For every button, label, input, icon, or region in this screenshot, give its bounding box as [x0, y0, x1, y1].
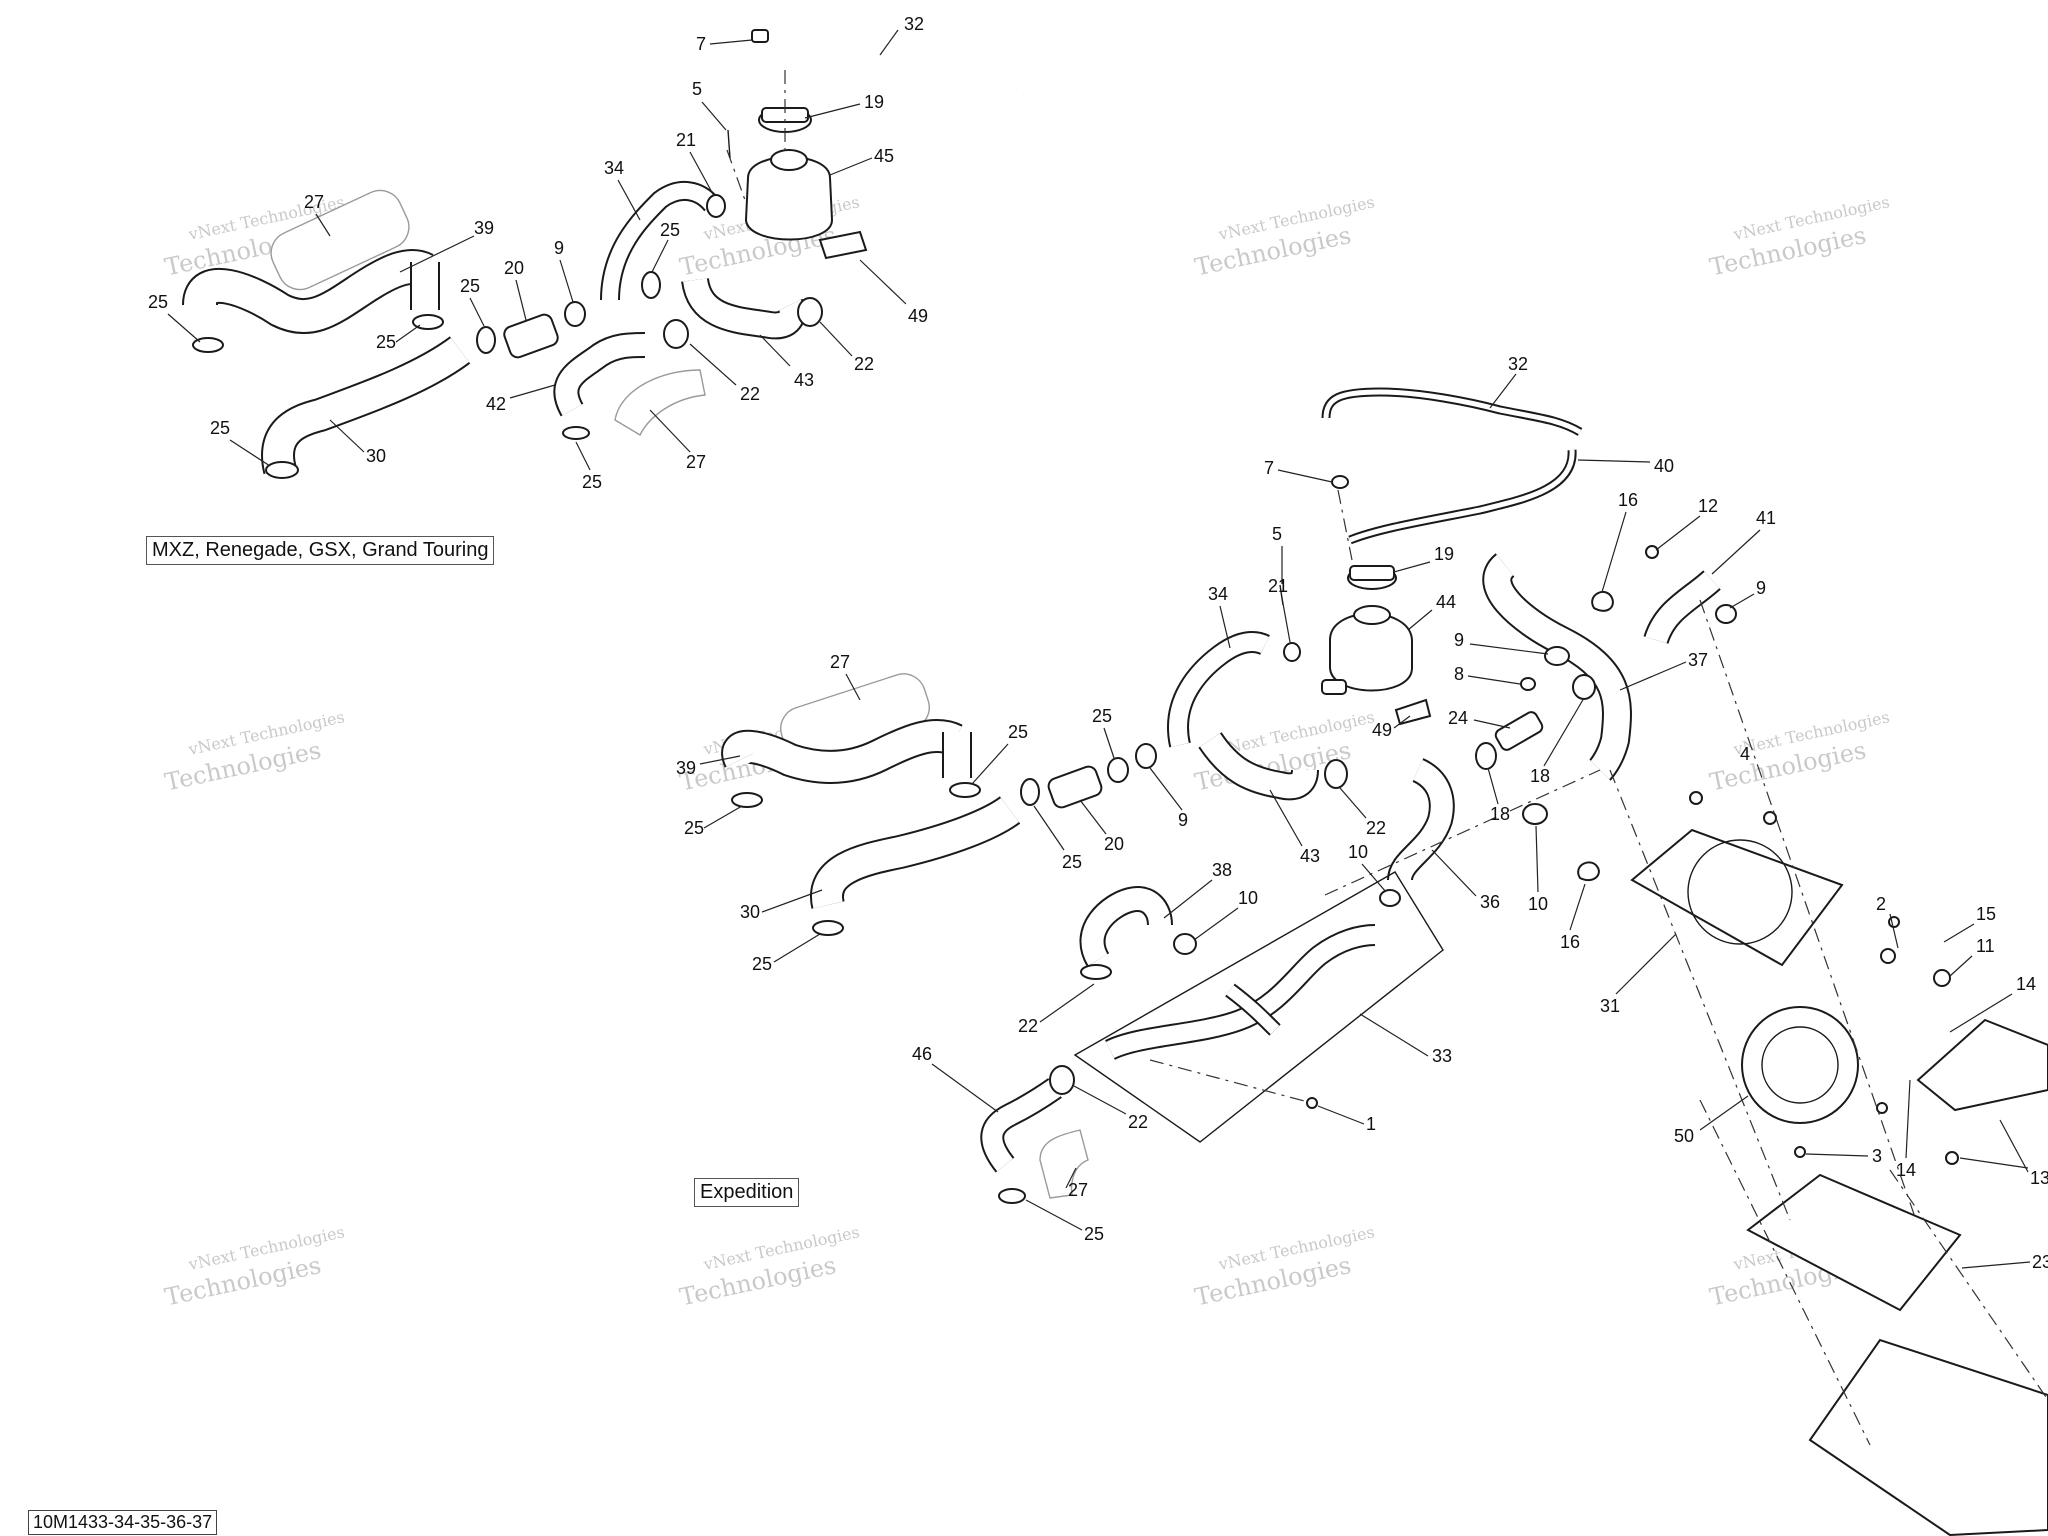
callout-22: 22: [740, 384, 760, 404]
callout-25: 25: [1092, 706, 1112, 726]
callout-24: 24: [1448, 708, 1468, 728]
callout-44: 44: [1436, 592, 1456, 612]
callout-36: 36: [1480, 892, 1500, 912]
callout-38: 38: [1212, 860, 1232, 880]
callout-25: 25: [460, 276, 480, 296]
callout-37: 37: [1688, 650, 1708, 670]
callout-43: 43: [794, 370, 814, 390]
callout-16: 16: [1618, 490, 1638, 510]
callout-7: 7: [696, 34, 706, 54]
callout-13: 13: [2030, 1168, 2048, 1188]
callout-19: 19: [1434, 544, 1454, 564]
callout-40: 40: [1654, 456, 1674, 476]
callout-43: 43: [1300, 846, 1320, 866]
callout-25: 25: [752, 954, 772, 974]
callout-5: 5: [1272, 524, 1282, 544]
callout-25: 25: [376, 332, 396, 352]
callout-11: 11: [1976, 936, 1995, 956]
callout-25: 25: [210, 418, 230, 438]
callout-7: 7: [1264, 458, 1274, 478]
callout-10: 10: [1528, 894, 1548, 914]
callout-27: 27: [686, 452, 706, 472]
callout-42: 42: [486, 394, 506, 414]
callout-50: 50: [1674, 1126, 1694, 1146]
callout-16: 16: [1560, 932, 1580, 952]
callout-33: 33: [1432, 1046, 1452, 1066]
callout-25: 25: [1084, 1224, 1104, 1244]
callout-9: 9: [1178, 810, 1188, 830]
callout-31: 31: [1600, 996, 1620, 1016]
callout-2: 2: [1876, 894, 1886, 914]
variant-label-expedition: Expedition: [694, 1178, 800, 1207]
variant-label-mxz: MXZ, Renegade, GSX, Grand Touring: [146, 536, 495, 565]
callout-22: 22: [1366, 818, 1386, 838]
callout-1: 1: [1366, 1114, 1376, 1134]
callout-9: 9: [1756, 578, 1766, 598]
callout-21: 21: [1268, 576, 1288, 596]
callout-8: 8: [1454, 664, 1464, 684]
callout-4: 4: [1740, 744, 1750, 764]
callout-27: 27: [1068, 1180, 1088, 1200]
callout-25: 25: [148, 292, 168, 312]
callout-10: 10: [1348, 842, 1368, 862]
callout-18: 18: [1490, 804, 1510, 824]
callout-10: 10: [1238, 888, 1258, 908]
callout-32: 32: [1508, 354, 1528, 374]
callout-19: 19: [864, 92, 884, 112]
callout-25: 25: [660, 220, 680, 240]
callout-22: 22: [1018, 1016, 1038, 1036]
callout-3: 3: [1872, 1146, 1882, 1166]
callout-45: 45: [874, 146, 894, 166]
callout-25: 25: [684, 818, 704, 838]
callout-22: 22: [1128, 1112, 1148, 1132]
callout-20: 20: [504, 258, 524, 278]
callout-14: 14: [1896, 1160, 1916, 1180]
callout-46: 46: [912, 1044, 932, 1064]
callout-15: 15: [1976, 904, 1996, 924]
callout-23: 23: [2032, 1252, 2048, 1272]
top-assembly-drawing: [182, 29, 1026, 479]
callout-21: 21: [676, 130, 696, 150]
callout-9: 9: [1454, 630, 1464, 650]
callout-18: 18: [1530, 766, 1550, 786]
reference-code: 10M1433-34-35-36-37: [28, 1510, 218, 1535]
callout-9: 9: [554, 238, 564, 258]
callout-25: 25: [1062, 852, 1082, 872]
callout-27: 27: [830, 652, 850, 672]
callout-20: 20: [1104, 834, 1124, 854]
callout-49: 49: [1372, 720, 1392, 740]
callout-34: 34: [604, 158, 624, 178]
callout-49: 49: [908, 306, 928, 326]
callout-5: 5: [692, 79, 702, 99]
callout-41: 41: [1756, 508, 1776, 528]
callouts-main: 32 40 7 16 12 41 5 19 21 34 44 9 9 37 8 …: [676, 354, 2048, 1272]
callout-39: 39: [676, 758, 696, 778]
main-assembly-drawing: [721, 387, 2048, 1536]
callout-27: 27: [304, 192, 324, 212]
callout-25: 25: [1008, 722, 1028, 742]
callout-25: 25: [582, 472, 602, 492]
callout-30: 30: [366, 446, 386, 466]
callouts-top: 7 32 5 19 21 45 34 27 39 25 9 20 25 49 2…: [148, 14, 928, 492]
callout-22: 22: [854, 354, 874, 374]
callout-39: 39: [474, 218, 494, 238]
callout-30: 30: [740, 902, 760, 922]
callout-14: 14: [2016, 974, 2036, 994]
callout-12: 12: [1698, 496, 1718, 516]
callout-34: 34: [1208, 584, 1228, 604]
callout-32: 32: [904, 14, 924, 34]
